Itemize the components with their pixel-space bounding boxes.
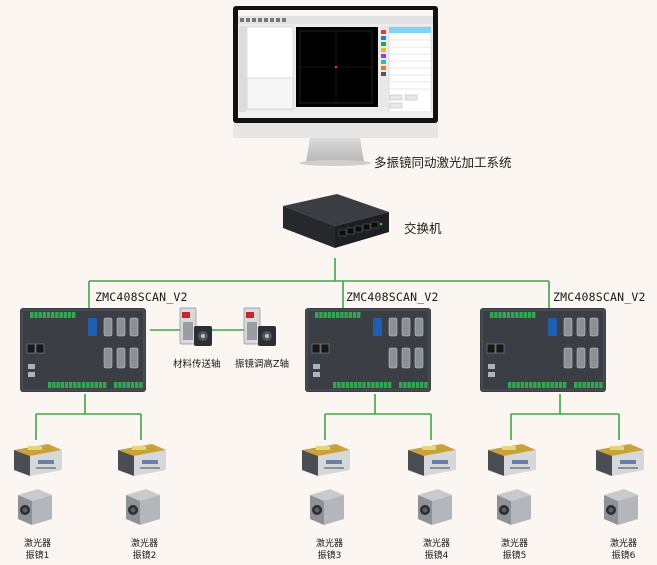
- switch-label: 交换机: [404, 221, 442, 236]
- laser-unit-4-label: 激光器 振镜4: [423, 538, 450, 562]
- servo-1-label: 材料传送轴: [173, 359, 221, 370]
- controller-board-3: [480, 308, 606, 392]
- controller-body: [480, 308, 606, 392]
- laser-source-1: [14, 444, 62, 476]
- controller-board-2: [305, 308, 431, 392]
- laser-4-label: 激光器: [423, 539, 451, 549]
- controller-2-label: ZMC408SCAN_V2: [346, 290, 439, 304]
- ethernet-port: [486, 343, 496, 354]
- galvo-body: [511, 495, 531, 525]
- monitor-chin: [233, 123, 438, 138]
- laser-source-2: [118, 444, 166, 476]
- db-connector-blue: [548, 318, 557, 336]
- laser-source-6: [596, 444, 644, 476]
- galvo-head-5: [497, 489, 531, 525]
- galvo-head-2: [126, 489, 160, 525]
- laser-source-3: [302, 444, 350, 476]
- servo-drive-2: [243, 307, 276, 346]
- ethernet-port: [320, 343, 330, 354]
- controller-body: [20, 308, 146, 392]
- galvo-head-1: [18, 489, 52, 525]
- galvo-body: [140, 495, 160, 525]
- ethernet-port: [311, 343, 321, 354]
- servo-drive-1: [179, 307, 212, 346]
- laser-5-label: 激光器: [501, 539, 529, 549]
- laser-unit-2-label: 激光器 振镜2: [131, 538, 158, 562]
- ethernet-port: [26, 343, 36, 354]
- computer-monitor: [233, 6, 438, 166]
- laser-unit-5-label: 激光器 振镜5: [501, 538, 528, 562]
- computer-label: 多振镜同动激光加工系统: [374, 155, 512, 170]
- galvo-4-label: 振镜4: [424, 551, 449, 561]
- ethernet-port: [35, 343, 45, 354]
- db-connector-blue: [373, 318, 382, 336]
- galvo-head-3: [310, 489, 344, 525]
- galvo-head-6: [604, 489, 638, 525]
- galvo-6-label: 振镜6: [611, 551, 636, 561]
- galvo-2-label: 振镜2: [132, 551, 157, 561]
- laser-2-label: 激光器: [131, 539, 159, 549]
- galvo-body: [618, 495, 638, 525]
- laser-3-label: 激光器: [316, 539, 344, 549]
- laser-unit-1-label: 激光器 振镜1: [24, 538, 51, 562]
- ethernet-switch: [283, 194, 389, 248]
- galvo-head-4: [418, 489, 452, 525]
- laser-source-4: [408, 444, 456, 476]
- galvo-body: [32, 495, 52, 525]
- laser-unit-3-label: 激光器 振镜3: [316, 538, 343, 562]
- laser-source-5: [488, 444, 536, 476]
- servo-2-label: 振镜调高Z轴: [235, 359, 290, 370]
- ethernet-port: [495, 343, 505, 354]
- db-connector-blue: [88, 318, 97, 336]
- galvo-body: [432, 495, 452, 525]
- laser-6-label: 激光器: [610, 539, 638, 549]
- controller-1-label: ZMC408SCAN_V2: [95, 290, 188, 304]
- monitor-stand: [306, 138, 364, 162]
- galvo-1-label: 振镜1: [25, 551, 50, 561]
- laser-1-label: 激光器: [24, 539, 52, 549]
- galvo-body: [324, 495, 344, 525]
- controller-body: [305, 308, 431, 392]
- controller-board-1: [20, 308, 146, 392]
- laser-unit-6-label: 激光器 振镜6: [610, 538, 637, 562]
- controller-3-label: ZMC408SCAN_V2: [553, 290, 646, 304]
- galvo-5-label: 振镜5: [502, 551, 527, 561]
- galvo-3-label: 振镜3: [317, 551, 342, 561]
